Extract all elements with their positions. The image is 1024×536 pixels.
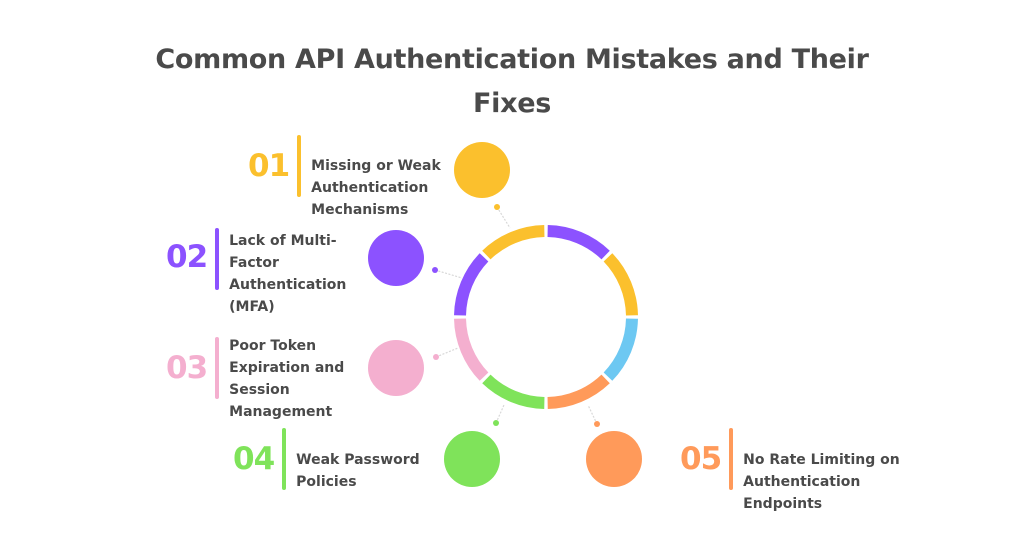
ring-segment [454, 318, 489, 381]
title-line-1: Common API Authentication Mistakes and T… [155, 44, 869, 75]
segmented-ring [454, 225, 638, 409]
item-05: 05 No Rate Limiting on Authentication En… [680, 428, 900, 515]
item-circle-04 [444, 431, 500, 487]
ring-segment [603, 318, 638, 381]
connector-dot [432, 267, 438, 273]
item-circle-03 [368, 340, 424, 396]
connector-dot [433, 354, 439, 360]
item-label: Poor Token Expiration and Session Manage… [229, 338, 345, 420]
item-divider [282, 428, 287, 490]
item-number: 02 [166, 239, 208, 275]
item-label: No Rate Limiting on Authentication Endpo… [743, 452, 900, 512]
item-divider [215, 228, 220, 290]
item-circle-05 [586, 431, 642, 487]
item-number: 04 [233, 441, 275, 477]
title-line-2: Fixes [473, 88, 551, 119]
item-04: 04 Weak Password Policies [233, 428, 420, 493]
item-divider [297, 135, 302, 197]
item-number: 03 [166, 350, 208, 386]
connector-dot [594, 421, 600, 427]
ring-segment [482, 374, 545, 409]
ring-segment [547, 374, 610, 409]
item-02: 02 Lack of Multi- Factor Authentication … [166, 228, 346, 318]
ring-segment [482, 225, 545, 260]
connectors [432, 204, 600, 427]
item-number: 05 [680, 441, 722, 477]
ring-segment [454, 253, 489, 316]
connector-line [496, 206, 511, 229]
item-circle-01 [454, 142, 510, 198]
item-circles [368, 142, 642, 487]
connector-dot [493, 420, 499, 426]
connector-line [587, 404, 598, 425]
item-number: 01 [248, 148, 290, 184]
item-label: Weak Password Policies [296, 452, 420, 490]
item-divider [215, 337, 220, 399]
page-title: Common API Authentication Mistakes and T… [0, 38, 1024, 126]
connector-line [435, 347, 459, 358]
item-03: 03 Poor Token Expiration and Session Man… [166, 337, 344, 423]
ring-segment [547, 225, 610, 260]
item-01: 01 Missing or Weak Authentication Mechan… [248, 135, 441, 221]
connector-line [434, 269, 463, 279]
ring-segment [603, 253, 638, 316]
item-divider [729, 428, 734, 490]
connector-dot [494, 204, 500, 210]
item-circle-02 [368, 230, 424, 286]
item-label: Lack of Multi- Factor Authentication (MF… [229, 233, 347, 315]
item-label: Missing or Weak Authentication Mechanism… [311, 158, 441, 218]
